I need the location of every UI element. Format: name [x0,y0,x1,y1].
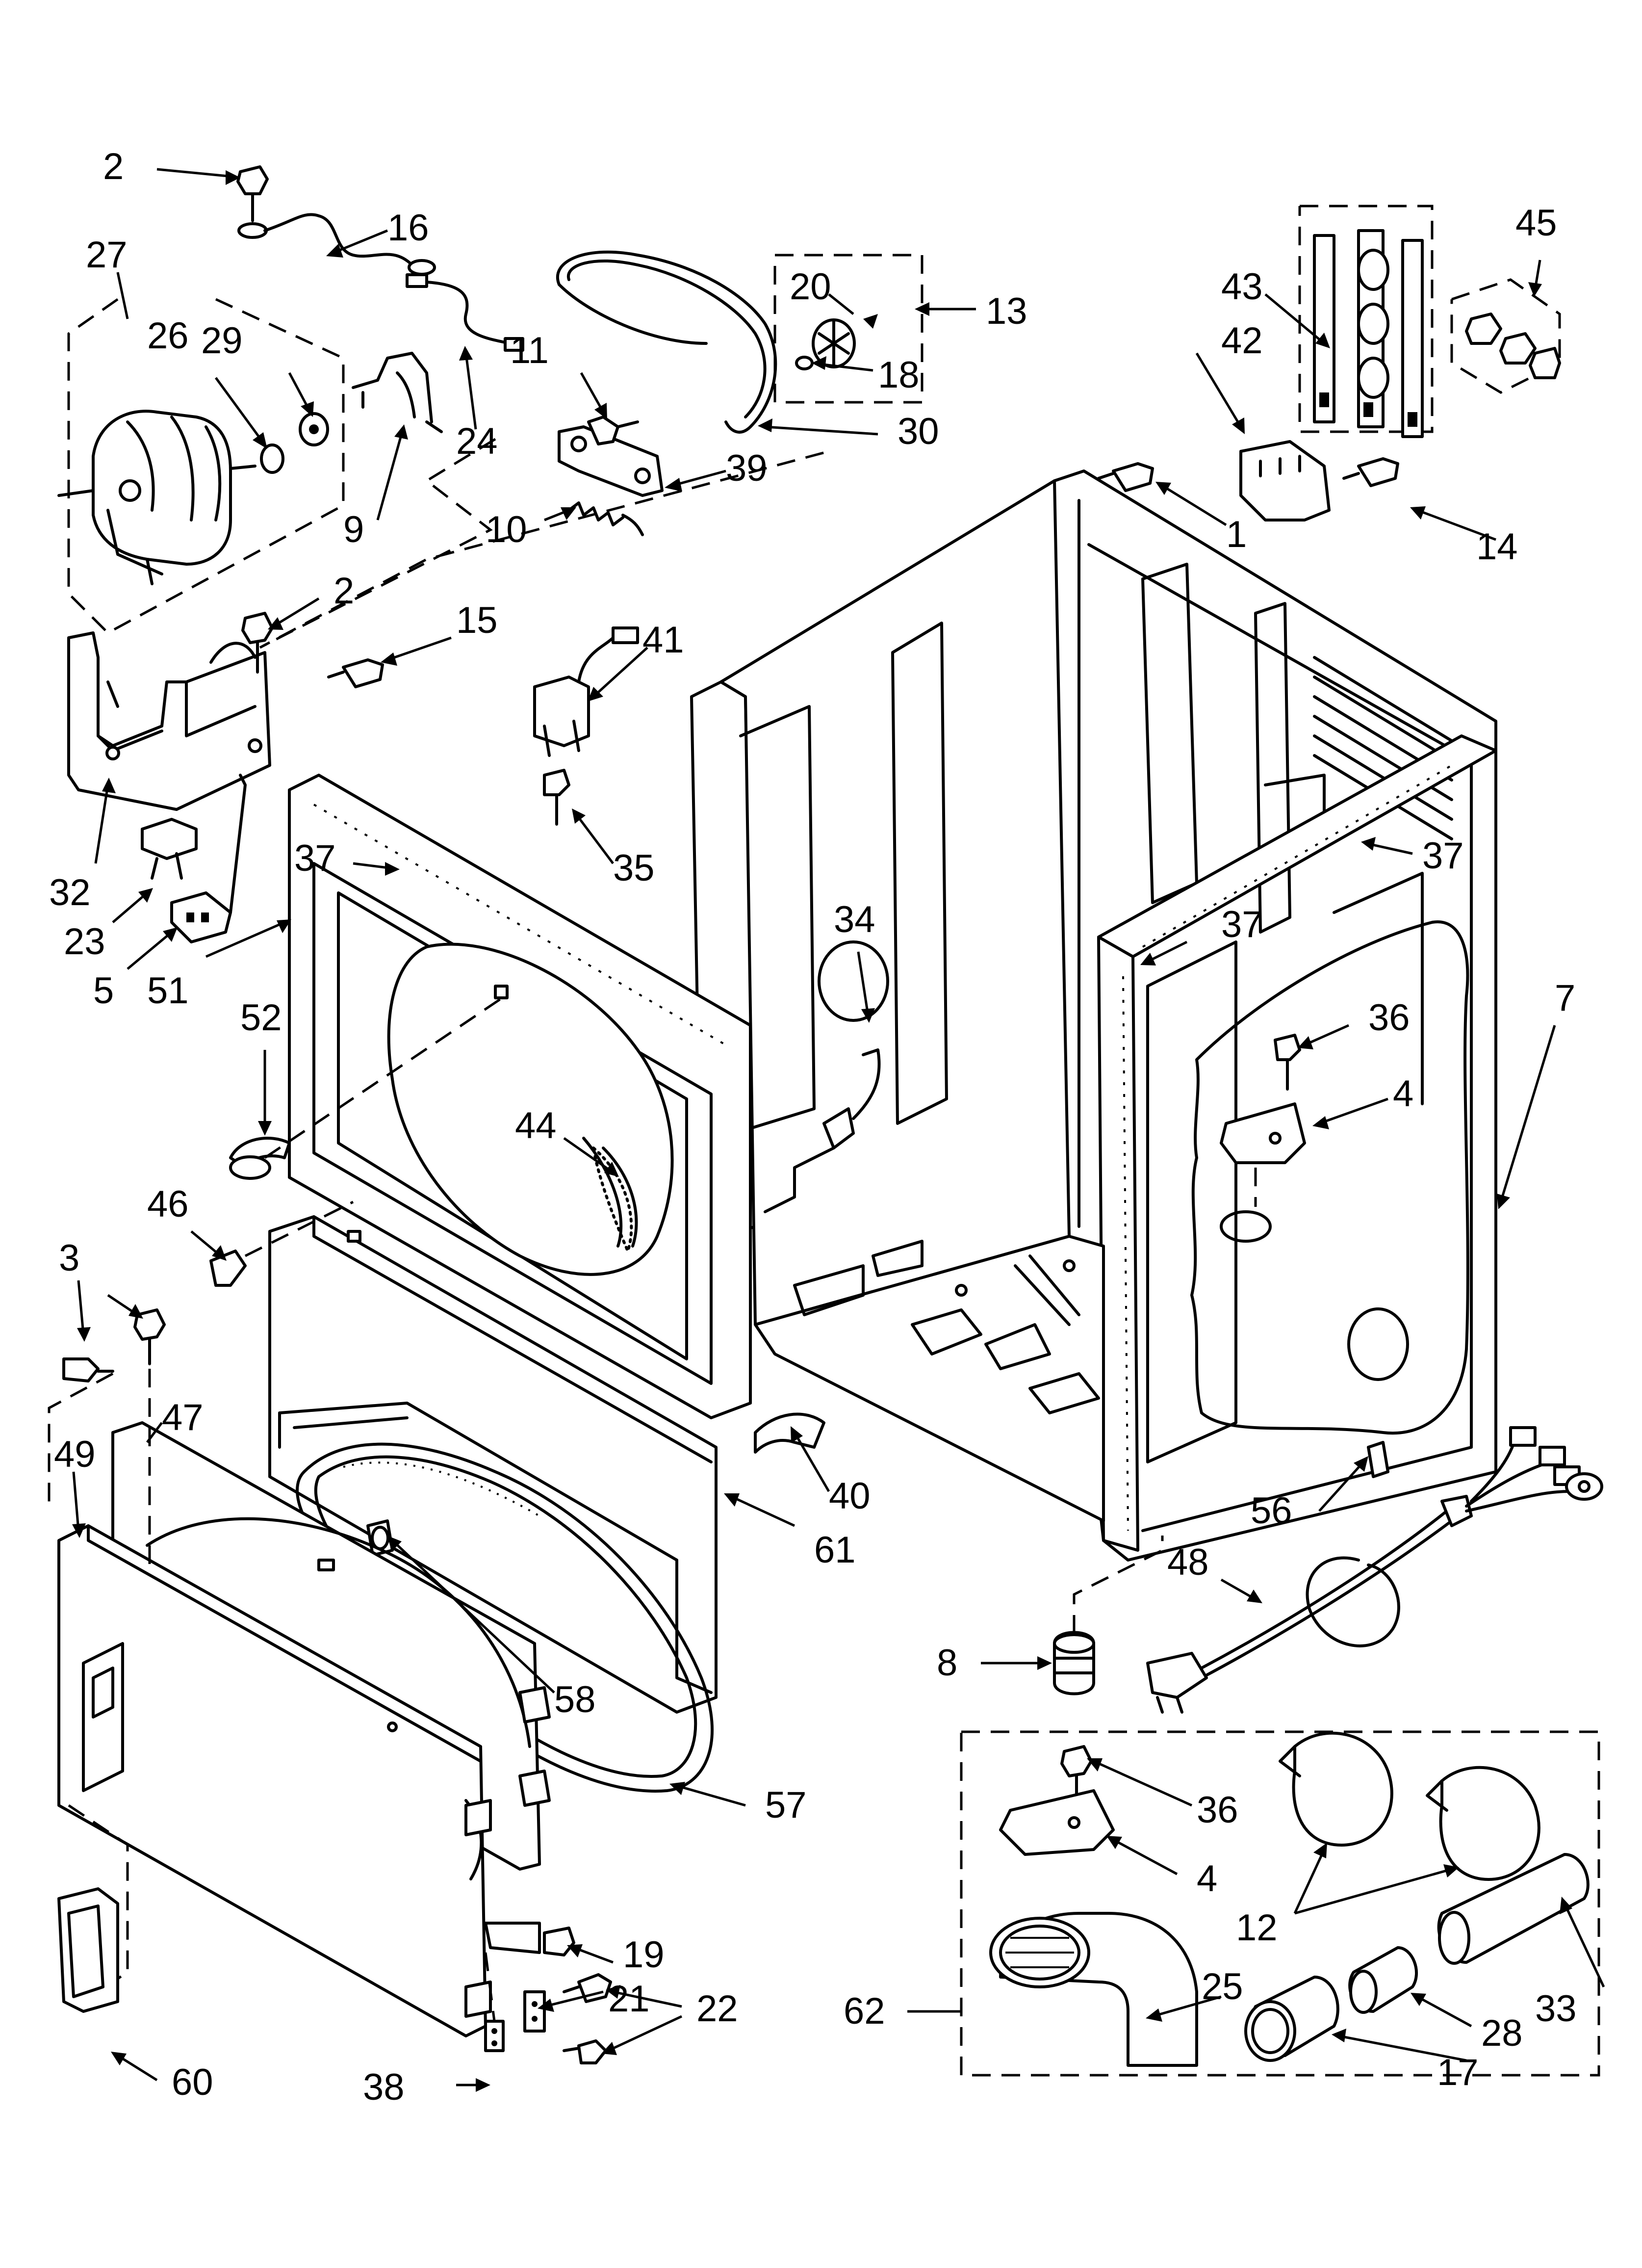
cabinet-clip [754,1412,825,1454]
door-clip [209,1200,354,1287]
callout-40: 40 [829,1475,871,1517]
callout-19: 19 [623,1934,665,1976]
terminal-block [1239,440,1399,521]
callout-4: 4 [1393,1073,1413,1115]
callout-17: 17 [1437,2052,1479,2093]
callout-36: 36 [1368,997,1410,1039]
callout-60: 60 [172,2061,213,2103]
callout-28: 28 [1481,2012,1523,2054]
callout-15: 15 [456,600,498,641]
callout-52: 52 [240,997,282,1039]
callout-30: 30 [898,411,939,452]
callout-42: 42 [1221,320,1263,362]
door-assembly [57,1421,551,2052]
ground-wire [236,165,436,276]
callout-58: 58 [554,1679,596,1721]
callout-57: 57 [765,1784,807,1826]
callout-39: 39 [726,447,768,489]
callout-62: 62 [844,1990,885,2032]
power-cord [1053,1426,1603,1714]
callout-5: 5 [93,970,114,1012]
callout-20: 20 [790,266,831,308]
callout-36: 36 [1197,1789,1238,1831]
callout-37: 37 [1221,904,1263,945]
callout-10: 10 [486,509,527,550]
callout-38: 38 [363,2066,405,2108]
idler-bracket [558,416,664,536]
callout-48: 48 [1167,1541,1209,1583]
callout-56: 56 [1251,1490,1292,1532]
callout-7: 7 [1555,977,1575,1019]
harness-wire-24 [406,273,524,352]
callout-43: 43 [1221,266,1263,308]
callout-13: 13 [986,290,1027,332]
callout-12: 12 [1236,1907,1278,1949]
drum-belt [556,250,777,434]
callout-labels: 2 16 27 29 26 24 9 11 10 39 30 20 18 13 … [49,146,1577,2108]
callout-29: 29 [201,320,243,362]
callout-32: 32 [49,872,91,913]
callout-8: 8 [937,1642,957,1684]
callout-37: 37 [1422,835,1464,877]
callout-1: 1 [1226,514,1247,555]
callout-18: 18 [878,354,920,396]
callout-26: 26 [147,315,189,357]
motor-switches [141,774,247,943]
motor-mount [67,612,384,811]
callout-14: 14 [1476,526,1518,568]
callout-34: 34 [834,899,875,940]
callout-35: 35 [613,847,655,889]
callout-45: 45 [1515,202,1557,244]
callout-41: 41 [642,619,684,661]
callout-9: 9 [343,509,364,550]
motor-assembly [57,298,443,635]
cabinet [690,462,1497,1562]
lint-bracket [764,1048,881,1213]
callout-22: 22 [696,1988,738,2030]
front-panel [229,774,752,1419]
callout-2: 2 [103,146,124,187]
leader-lines [72,168,1605,2092]
callout-47: 47 [162,1397,204,1438]
callout-25: 25 [1202,1966,1243,2007]
callout-37: 37 [294,837,336,879]
callout-21: 21 [608,1978,650,2020]
callout-27: 27 [86,234,128,276]
callout-11: 11 [510,330,549,371]
callout-33: 33 [1535,1988,1577,2030]
callout-3: 3 [59,1237,79,1279]
callout-51: 51 [147,970,189,1012]
door-switch [533,626,639,826]
callout-24: 24 [456,420,498,462]
callout-46: 46 [147,1183,189,1225]
callout-23: 23 [64,921,105,963]
callout-49: 49 [54,1434,96,1475]
callout-4: 4 [1197,1858,1217,1900]
callout-16: 16 [387,207,429,249]
control-strips [1298,205,1561,438]
callout-61: 61 [814,1529,856,1571]
callout-44: 44 [515,1105,557,1147]
exhaust-kit [960,1730,1600,2077]
callout-2: 2 [334,570,354,612]
